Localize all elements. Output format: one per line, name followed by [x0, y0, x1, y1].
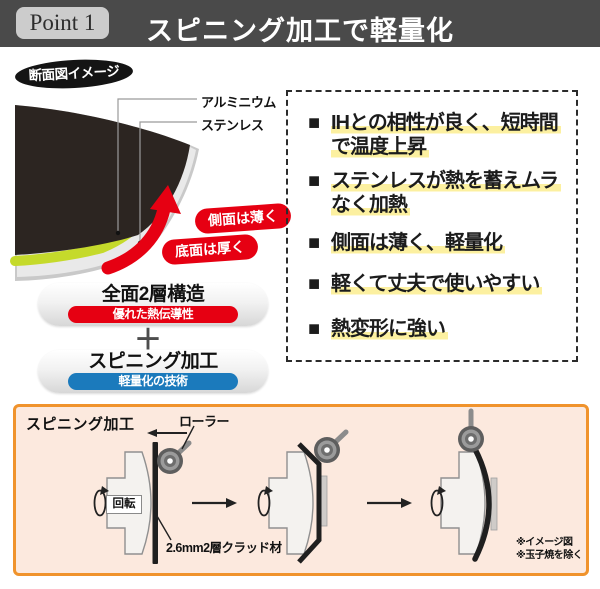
spinning-title: スピニング加工 [88, 351, 218, 372]
two-layer-title: 全面2層構造 [101, 284, 205, 305]
spinning-box-title: スピニング加工 [26, 416, 135, 433]
roller-label: ローラー [179, 414, 230, 429]
feature-item: ■ ステンレスが熱を蓄えムラ なく加熱 [308, 169, 562, 217]
feature-item: ■ 側面は薄く、軽量化 [308, 231, 562, 255]
stainless-label: ステンレス [201, 118, 264, 133]
plus-symbol: ＋ [133, 324, 162, 355]
disclaimer-notes: ※イメージ図 ※玉子焼を除く [516, 536, 583, 562]
header-bar: Point 1 スピニング加工で軽量化 [0, 0, 600, 47]
feature-item: ■ IHとの相性が良く、短時間 で温度上昇 [308, 111, 562, 159]
square-bullet-icon: ■ [308, 273, 320, 295]
material-label: 2.6mm2層クラッド材 [166, 541, 282, 555]
two-layer-structure-pill: 全面2層構造 優れた熱伝導性 [38, 283, 268, 326]
step-arrow [192, 498, 237, 508]
page-title: スピニング加工で軽量化 [146, 16, 454, 46]
pan-cross-section-illustration [10, 98, 199, 281]
spinning-process-diagram [93, 408, 498, 564]
point-badge: Point 1 [16, 7, 109, 39]
spinning-process-box: スピニング加工 ローラー 回転 2.6mm2層クラッド材 ※イメージ図 ※玉子焼… [13, 404, 589, 576]
square-bullet-icon: ■ [308, 170, 320, 192]
pan-body-shape [15, 105, 190, 255]
roller-direction-arrowhead [147, 429, 157, 437]
heat-conduction-subpill: 優れた熱伝導性 [68, 306, 238, 323]
rotation-label: 回転 [106, 495, 142, 514]
note-image: ※イメージ図 [516, 537, 573, 548]
square-bullet-icon: ■ [308, 112, 320, 134]
up-arrow [101, 185, 181, 275]
aluminum-label: アルミニウム [201, 95, 276, 110]
features-box: ■ IHとの相性が良く、短時間 で温度上昇 ■ ステンレスが熱を蓄えムラ なく加… [286, 90, 578, 362]
leader-lines [117, 98, 197, 241]
feature-item: ■ 軽くて丈夫で使いやすい [308, 272, 562, 296]
step-arrow [367, 498, 412, 508]
weight-reduction-subpill: 軽量化の技術 [68, 373, 238, 390]
square-bullet-icon: ■ [308, 318, 320, 340]
stage1-flat-disc [93, 425, 195, 564]
stage3-fully-formed [430, 408, 498, 562]
note-exclusion: ※玉子焼を除く [516, 550, 583, 561]
square-bullet-icon: ■ [308, 232, 320, 254]
stage2-partially-formed [257, 429, 349, 564]
feature-item: ■ 熱変形に強い [308, 317, 562, 341]
aluminum-pointer-dot [115, 230, 121, 236]
spinning-process-pill: スピニング加工 軽量化の技術 [38, 350, 268, 393]
